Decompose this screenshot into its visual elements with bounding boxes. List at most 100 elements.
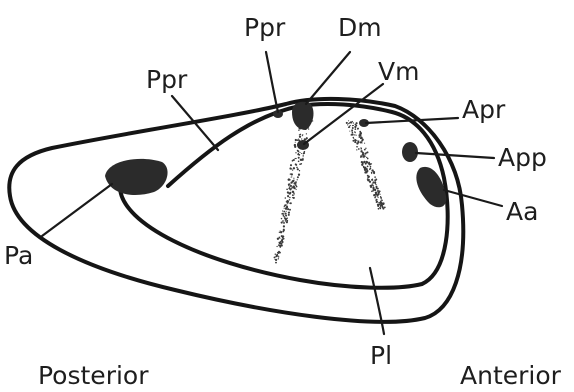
label-dm: Dm: [338, 13, 382, 42]
stipple-dot: [295, 152, 296, 153]
stipple-dot: [279, 243, 281, 245]
stipple-dot: [380, 194, 381, 195]
stipple-dot: [280, 230, 281, 231]
stipple-dot: [352, 140, 354, 142]
stipple-dot: [288, 214, 290, 216]
stipple-dot: [286, 201, 287, 202]
stipple-dot: [289, 197, 291, 199]
stipple-dot: [288, 179, 290, 181]
stipple-dot: [363, 155, 364, 156]
stipple-dot: [275, 256, 276, 257]
stipple-dot: [282, 210, 283, 211]
stipple-dot: [370, 166, 371, 167]
leader-pa: [42, 184, 112, 236]
stipple-dot: [373, 171, 375, 173]
stipple-dot: [298, 157, 300, 159]
stipple-dot: [285, 197, 287, 199]
stipple-dot: [374, 197, 376, 199]
stipple-dot: [360, 156, 362, 158]
stipple-dot: [298, 140, 299, 141]
stipple-dot: [376, 186, 378, 188]
stipple-dot: [295, 181, 296, 182]
stipple-dot: [282, 238, 284, 240]
stipple-dot: [363, 166, 364, 167]
stipple-dot: [356, 140, 357, 141]
stipple-dot: [376, 195, 378, 197]
stipple-dot: [302, 135, 303, 136]
stipple-dot: [294, 182, 296, 184]
stipple-dot: [297, 150, 298, 151]
stipple-dot: [281, 222, 283, 224]
stipple-dot: [286, 211, 287, 212]
stipple-dot: [364, 143, 365, 144]
stipple-dot: [364, 149, 366, 151]
stipple-dot: [295, 158, 296, 159]
stipple-dot: [296, 167, 298, 169]
stipple-dot: [276, 246, 277, 247]
stipple-dot: [357, 146, 358, 147]
stipple-dot: [296, 185, 297, 186]
stipple-dot: [375, 178, 377, 180]
stipple-dot: [295, 142, 296, 143]
stipple-dot: [279, 245, 280, 246]
stipple-dot: [353, 138, 354, 139]
stipple-dot: [374, 176, 376, 178]
stipple-dot: [297, 179, 298, 180]
leader-app: [416, 153, 494, 158]
stipple-dot: [297, 139, 299, 141]
stipple-dot: [372, 181, 374, 183]
stipple-dot: [369, 169, 371, 171]
stipple-dot: [351, 129, 353, 131]
stipple-dot: [282, 235, 284, 237]
stipple-dot: [352, 127, 354, 129]
stipple-dot: [299, 163, 301, 165]
stipple-dot: [367, 179, 369, 181]
stipple-dot: [370, 186, 372, 188]
stipple-dot: [358, 134, 360, 136]
stipple-dot: [292, 191, 294, 193]
stipple-dot: [289, 199, 291, 201]
stipple-dot: [292, 194, 294, 196]
stipple-dot: [358, 148, 360, 150]
stipple-dot: [279, 246, 281, 248]
stipple-dot: [298, 139, 299, 140]
stipple-dot: [296, 189, 297, 190]
stipple-dot: [373, 186, 375, 188]
stipple-dot: [383, 202, 384, 203]
stipple-dot: [275, 253, 276, 254]
stipple-dot: [366, 161, 368, 163]
stipple-dot: [365, 155, 366, 156]
stipple-dot: [293, 197, 295, 199]
leader-dm: [306, 52, 350, 104]
stipple-dot: [286, 204, 287, 205]
stipple-dot: [299, 136, 301, 138]
stipple-dot: [289, 186, 290, 187]
stipple-dot: [347, 124, 348, 125]
stipple-dot: [280, 241, 281, 242]
stipple-dot: [367, 166, 369, 168]
stipple-dot: [292, 169, 293, 170]
stipple-dot: [283, 211, 285, 213]
stipple-dot: [367, 158, 369, 160]
stipple-dot: [300, 159, 302, 161]
stipple-dot: [380, 196, 381, 197]
stipple-dot: [285, 215, 287, 217]
stipple-dot: [287, 208, 289, 210]
stipple-dot: [375, 192, 377, 194]
stipple-dot: [350, 134, 352, 136]
stipple-dot: [291, 173, 293, 175]
stipple-dot: [371, 172, 372, 173]
stipple-dot: [299, 170, 300, 171]
stipple-dot: [278, 257, 279, 258]
stipple-dot: [282, 220, 284, 222]
stipple-dot: [354, 134, 355, 135]
leader-ppr-top: [266, 52, 278, 112]
stipple-dot: [349, 131, 350, 132]
label-ppr-top: Ppr: [244, 13, 286, 42]
stipple-dot: [278, 258, 279, 259]
stipple-dot: [365, 163, 367, 165]
stipple-dot: [376, 202, 377, 203]
stipple-dot: [285, 220, 287, 222]
stipple-dot: [279, 238, 280, 239]
stipple-dot: [275, 262, 277, 264]
